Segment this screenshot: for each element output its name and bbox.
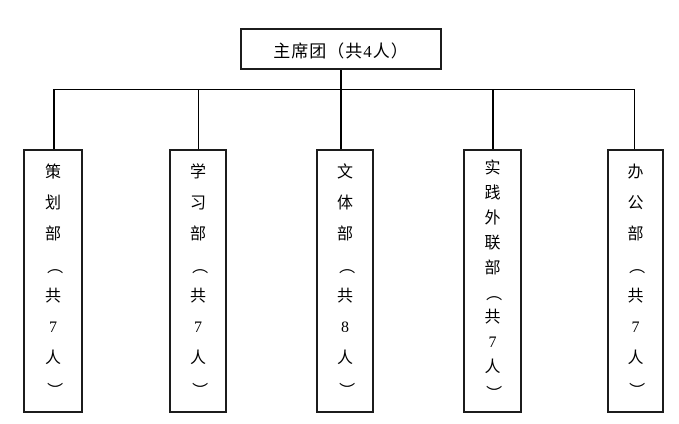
- vertical-label-char: 8: [341, 318, 349, 336]
- vertical-label-char: 人: [44, 349, 61, 367]
- department-node-box: 策划部 （ 共 7 人 ）: [23, 149, 83, 413]
- vertical-label-char: ）: [484, 384, 502, 401]
- vertical-label-char: 划: [44, 194, 61, 212]
- connector-drop-line: [53, 89, 55, 149]
- vertical-label-char: 外: [484, 209, 501, 227]
- vertical-label-char: 7: [194, 318, 202, 336]
- vertical-label-char: ）: [336, 381, 354, 398]
- vertical-label-char: ）: [627, 381, 645, 398]
- vertical-label-char: 共: [189, 287, 206, 305]
- root-node-label: 主席团（共4人）: [273, 41, 409, 61]
- vertical-label-char: 部: [189, 225, 206, 243]
- vertical-label-char: 联: [484, 234, 501, 252]
- vertical-label-char: （: [44, 257, 62, 274]
- vertical-label-char: （: [484, 285, 502, 302]
- department-node-box: 实践外联部 （ 共 7 人 ）: [463, 149, 522, 413]
- vertical-label-char: 共: [484, 309, 501, 327]
- connector-drop-line: [340, 89, 342, 149]
- vertical-label-char: 人: [627, 349, 644, 367]
- connector-bus-line: [53, 88, 634, 90]
- vertical-label-char: 习: [189, 194, 206, 212]
- vertical-label-char: 学: [189, 163, 206, 181]
- vertical-label-char: ）: [189, 381, 207, 398]
- vertical-label-char: ）: [44, 381, 62, 398]
- vertical-label-char: 人: [189, 349, 206, 367]
- vertical-label-char: 人: [336, 349, 353, 367]
- connector-drop-line: [492, 89, 494, 149]
- root-node-box: 主席团（共4人）: [240, 28, 442, 70]
- vertical-label-char: 共: [336, 287, 353, 305]
- vertical-label-char: 部: [44, 225, 61, 243]
- vertical-label-char: （: [627, 257, 645, 274]
- vertical-label-char: 部: [336, 225, 353, 243]
- vertical-label-char: 部: [627, 225, 644, 243]
- vertical-label-char: 7: [49, 318, 57, 336]
- vertical-label-char: 共: [44, 287, 61, 305]
- connector-drop-line: [633, 89, 635, 149]
- vertical-label-char: 7: [488, 333, 497, 351]
- vertical-label-char: 实: [484, 160, 501, 178]
- vertical-label-char: 策: [44, 163, 61, 181]
- vertical-label-char: 公: [627, 194, 644, 212]
- vertical-label-char: 践: [484, 185, 501, 203]
- vertical-label-char: 部: [484, 259, 501, 277]
- vertical-label-char: 7: [631, 318, 640, 336]
- department-node-box: 文体部 （ 共 8 人 ）: [316, 149, 374, 413]
- vertical-label-char: 体: [336, 194, 353, 212]
- vertical-label-char: 共: [627, 287, 644, 305]
- connector-drop-line: [197, 89, 199, 149]
- vertical-label-char: （: [189, 257, 207, 274]
- vertical-label-char: （: [336, 257, 354, 274]
- vertical-label-char: 文: [336, 163, 353, 181]
- connector-stem-line: [340, 70, 342, 89]
- vertical-label-char: 办: [627, 163, 644, 181]
- department-node-box: 办公部 （ 共 7 人 ）: [607, 149, 664, 413]
- vertical-label-char: 人: [484, 358, 501, 376]
- department-node-box: 学习部 （ 共 7 人 ）: [169, 149, 227, 413]
